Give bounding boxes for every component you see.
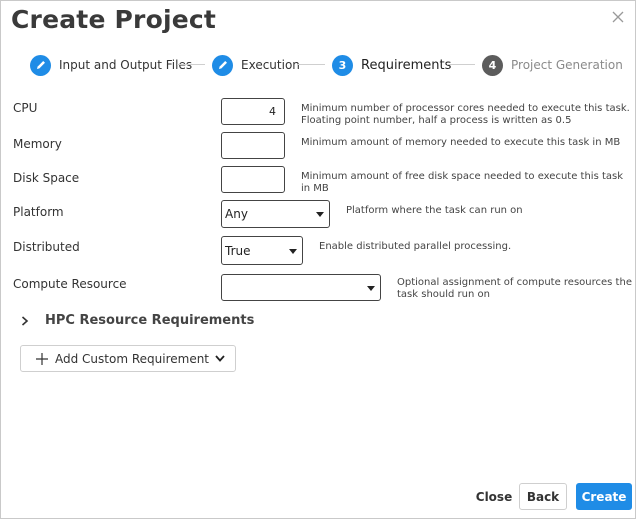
memory-label: Memory — [13, 137, 62, 151]
plus-icon — [36, 352, 48, 365]
platform-select[interactable]: Any — [221, 200, 330, 228]
hpc-resource-requirements-label: HPC Resource Requirements — [45, 313, 255, 328]
platform-help: Platform where the task can run on — [346, 205, 523, 216]
chevron-down-icon — [316, 212, 324, 217]
disk-space-input[interactable] — [221, 166, 285, 193]
compute-resource-help: Optional assignment of compute resources… — [397, 277, 632, 301]
platform-selected-value: Any — [225, 207, 248, 221]
pencil-icon — [30, 54, 51, 76]
step-connector — [297, 64, 325, 65]
distributed-label: Distributed — [13, 240, 80, 254]
step-requirements[interactable]: 3 Requirements — [332, 54, 451, 76]
cpu-label: CPU — [13, 101, 38, 115]
cpu-help-line-2: Floating point number, half a process is… — [301, 115, 572, 126]
distributed-select[interactable]: True — [221, 236, 303, 265]
dialog-title: Create Project — [11, 5, 217, 34]
compute-resource-label: Compute Resource — [13, 277, 127, 291]
step-execution[interactable]: Execution — [212, 54, 300, 76]
create-button[interactable]: Create — [576, 483, 632, 510]
back-button[interactable]: Back — [519, 483, 567, 510]
step-label: Project Generation — [511, 58, 623, 72]
distributed-selected-value: True — [225, 243, 251, 258]
add-custom-requirement-label: Add Custom Requirement — [55, 351, 210, 366]
step-label: Execution — [241, 58, 300, 72]
add-custom-requirement-button[interactable]: Add Custom Requirement — [20, 345, 236, 372]
platform-label: Platform — [13, 205, 64, 219]
compute-help-line-2: task should run on — [397, 289, 490, 300]
close-icon[interactable] — [609, 8, 627, 26]
disk-space-label: Disk Space — [13, 171, 80, 185]
chevron-down-icon — [289, 248, 297, 254]
step-project-generation[interactable]: 4 Project Generation — [482, 54, 623, 76]
hpc-resource-requirements-toggle[interactable]: HPC Resource Requirements — [21, 313, 254, 328]
step-connector — [447, 64, 475, 65]
memory-help: Minimum amount of memory needed to execu… — [301, 137, 621, 148]
compute-help-line-1: Optional assignment of compute resources… — [397, 277, 632, 288]
memory-input[interactable] — [221, 132, 285, 159]
cpu-help-line-1: Minimum number of processor cores needed… — [301, 103, 630, 114]
compute-resource-select[interactable] — [221, 274, 381, 301]
chevron-down-icon — [367, 285, 375, 291]
disk-space-help: Minimum amount of free disk space needed… — [301, 171, 624, 194]
step-connector — [177, 64, 205, 65]
step-number-badge: 3 — [332, 54, 353, 76]
step-input-output-files[interactable]: Input and Output Files — [30, 54, 192, 76]
step-label: Requirements — [361, 57, 452, 73]
step-number-badge: 4 — [482, 54, 503, 76]
distributed-help: Enable distributed parallel processing. — [319, 241, 512, 252]
chevron-right-icon — [21, 315, 29, 326]
pencil-icon — [212, 54, 233, 76]
cpu-input[interactable]: 4 — [221, 98, 285, 125]
cpu-help: Minimum number of processor cores needed… — [301, 103, 630, 127]
step-label: Input and Output Files — [59, 58, 193, 72]
chevron-down-icon — [215, 355, 225, 362]
close-button[interactable]: Close — [475, 489, 513, 504]
